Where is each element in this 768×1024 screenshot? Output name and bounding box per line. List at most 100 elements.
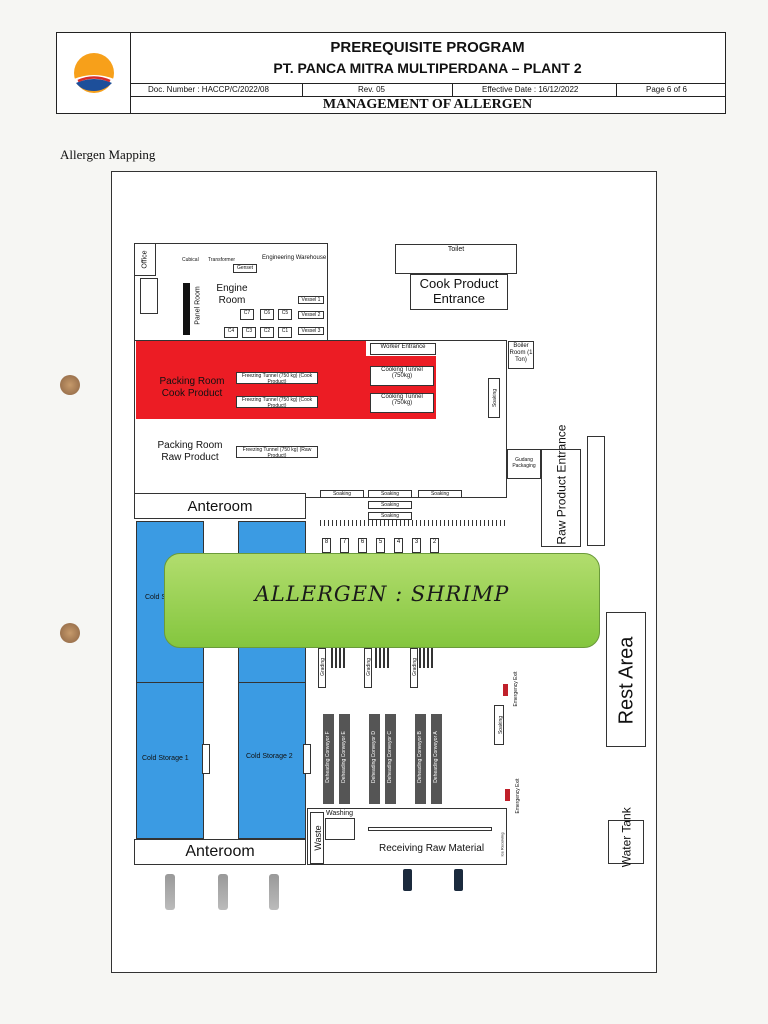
binder-hole <box>60 375 80 395</box>
cold-storage-door <box>303 744 311 774</box>
document-header: PREREQUISITE PROGRAM PT. PANCA MITRA MUL… <box>56 32 726 114</box>
waste-room: Waste <box>310 812 324 864</box>
cooking-tunnel-2: Cooking Tunnel (750kg) <box>370 393 434 413</box>
vessel-1: Vessel 1 <box>298 296 324 304</box>
compressor-c3: C3 <box>242 327 256 338</box>
soaking-box: Soaking <box>368 490 412 498</box>
line-6: 6 <box>358 538 367 553</box>
emergency-exit-marker <box>503 684 508 696</box>
meta-divider <box>302 84 303 96</box>
soaking-vertical: Soaking <box>488 378 500 418</box>
anteroom-bottom: Anteroom <box>134 839 306 865</box>
cooking-tunnel-1: Cooking Tunnel (750kg) <box>370 366 434 386</box>
map-caption: Allergen Mapping <box>60 147 156 162</box>
meta-divider <box>452 84 453 96</box>
office-label: Office <box>141 250 149 269</box>
worker-entrance-box: Worker Entrance <box>370 343 436 355</box>
deheading-conveyor-c: Deheading Conveyor C <box>385 714 396 804</box>
truck-icon <box>165 874 175 910</box>
office-grid <box>140 278 158 314</box>
deheading-conveyor-d: Deheading Conveyor D <box>369 714 380 804</box>
company-name: PT. PANCA MITRA MULTIPERDANA – PLANT 2 <box>273 60 582 76</box>
panel-room-label: Panel Room <box>194 286 202 325</box>
truck-icon <box>454 869 463 891</box>
water-tank-label: Water Tank <box>619 807 634 868</box>
compressor-c1: C1 <box>278 327 292 338</box>
boiler-room: Boiler Room (1 Ton) <box>508 341 534 369</box>
doc-number: Doc. Number : HACCP/C/2022/08 <box>148 85 269 94</box>
compressor-c2: C2 <box>260 327 274 338</box>
ice-receiving-label: Ice Receiving <box>499 832 505 857</box>
revision: Rev. 05 <box>358 85 385 94</box>
cold-storage-2-label: Cold Storage 2 <box>246 753 293 760</box>
office-room: Office <box>134 243 156 276</box>
freezing-tunnel-cook-2: Freezing Tunnel (750 kg) (Cook Product) <box>236 396 318 409</box>
cook-product-entrance-label: Cook Product Entrance <box>419 276 499 306</box>
emergency-exit-marker <box>505 789 510 801</box>
transformer-label: Transformer <box>208 257 236 263</box>
deheading-conveyor-b: Deheading Conveyor B <box>415 714 426 804</box>
vessel-2: Vessel 2 <box>298 311 324 319</box>
grader-machine <box>419 648 435 668</box>
allergen-banner-text: ALLERGEN : SHRIMP <box>254 582 510 606</box>
logo-cell <box>57 33 131 113</box>
truck-icon <box>218 874 228 910</box>
washing-label: Washing <box>326 810 353 817</box>
effective-date: Effective Date : 16/12/2022 <box>482 85 579 94</box>
line-5: 5 <box>376 538 385 553</box>
grading-box: Grading <box>410 648 418 688</box>
line-4: 4 <box>394 538 403 553</box>
grader-machine <box>375 648 391 668</box>
program-title: PREREQUISITE PROGRAM <box>330 39 525 56</box>
compressor-c5: C5 <box>278 309 292 320</box>
washing-tank <box>325 818 355 840</box>
gudang-packaging-label: Gudang Packaging <box>512 457 536 469</box>
engineering-warehouse-label: Engineering Warehouse <box>262 255 327 261</box>
panel-board <box>183 283 190 335</box>
line-3: 3 <box>412 538 421 553</box>
toilet-room: Toilet <box>395 244 517 274</box>
allergen-banner: ALLERGEN : SHRIMP <box>164 553 600 648</box>
conveyor-rack <box>320 520 506 526</box>
grader-machine <box>331 648 347 668</box>
receiving-area <box>307 808 507 865</box>
deheading-conveyor-f: Deheading Conveyor F <box>323 714 334 804</box>
grading-box: Grading <box>364 648 372 688</box>
cook-product-entrance-room: Cook Product Entrance <box>410 274 508 310</box>
cold-storage-door <box>202 744 210 774</box>
stairs <box>587 436 605 546</box>
soaking-box: Soaking <box>418 490 462 498</box>
grading-box: Grading <box>318 648 326 688</box>
compressor-c6: C6 <box>260 309 274 320</box>
truck-icon <box>269 874 279 910</box>
company-logo <box>74 53 114 93</box>
compressor-c7: C7 <box>240 309 254 320</box>
deheading-conveyor-a: Deheading Conveyor A <box>431 714 442 804</box>
page-number: Page 6 of 6 <box>646 85 687 94</box>
waste-label: Waste <box>313 825 323 851</box>
soaking-box: Soaking <box>320 490 364 498</box>
rest-area: Rest Area <box>606 612 646 747</box>
soaking-box: Soaking <box>368 512 412 520</box>
truck-icon <box>403 869 412 891</box>
soaking-vertical-lower: Soaking <box>494 705 504 745</box>
freezing-tunnel-cook-1: Freezing Tunnel (750 kg) (Cook Product) <box>236 372 318 385</box>
cubical-label: Cubical <box>182 257 199 263</box>
binder-hole <box>60 623 80 643</box>
engineering-block <box>134 243 328 341</box>
packing-cook-label: Packing Room Cook Product <box>159 376 225 399</box>
anteroom-top: Anteroom <box>134 493 306 519</box>
genset-box: Genset <box>233 264 257 273</box>
line-8: 8 <box>322 538 331 553</box>
anteroom-top-label: Anteroom <box>187 498 253 515</box>
engine-room-label: Engine Room <box>216 283 248 306</box>
emergency-exit-label: Emergency Exit <box>513 671 519 707</box>
emergency-exit-label: Emergency Exit <box>515 778 521 814</box>
raw-product-entrance-label: Raw Product Entrance <box>554 424 569 545</box>
line-2: 2 <box>430 538 439 553</box>
cold-storage-1-label: Cold Storage 1 <box>142 755 189 762</box>
rest-area-label: Rest Area <box>615 636 638 725</box>
freezing-tunnel-raw: Freezing Tunnel (750 kg) (Raw Product) <box>236 446 318 459</box>
deheading-conveyor-e: Deheading Conveyor E <box>339 714 350 804</box>
packing-raw-label: Packing Room Raw Product <box>157 440 223 463</box>
